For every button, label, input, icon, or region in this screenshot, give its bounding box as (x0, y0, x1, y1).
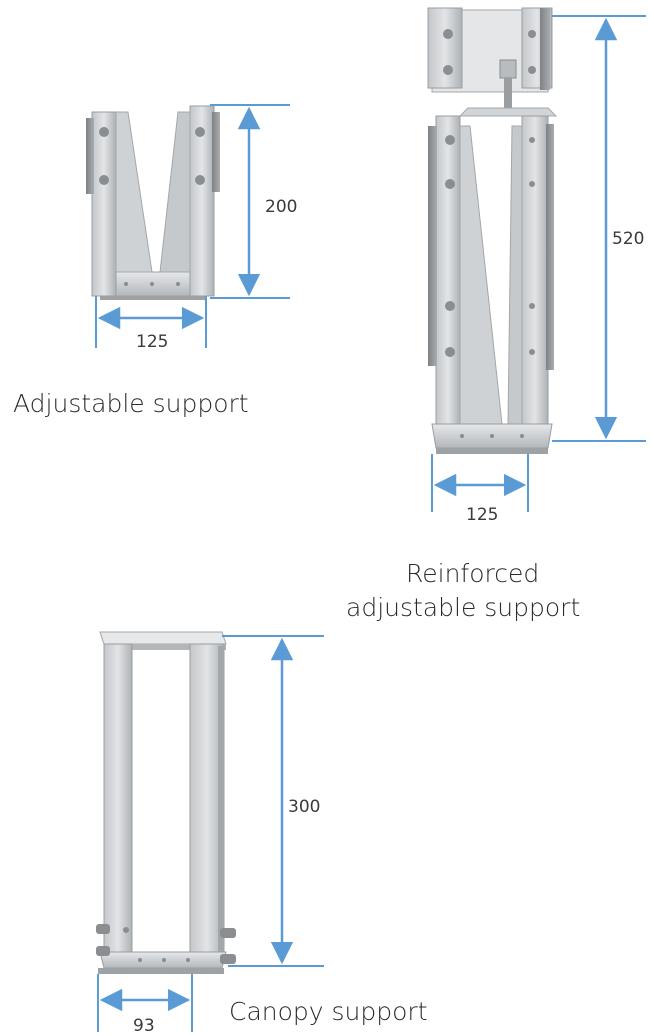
adjustable-support-height-label: 200 (265, 197, 297, 217)
canopy-support-illustration (96, 631, 236, 974)
adjustable-support-width-dimension: 125 (95, 296, 207, 352)
reinforced-support-width-dimension: 125 (431, 454, 529, 525)
adjustable-support: 200 125 (86, 104, 297, 352)
canopy-support-caption: Canopy support (229, 997, 428, 1026)
reinforced-support-illustration (427, 7, 558, 454)
canopy-support-width-label: 93 (133, 1016, 155, 1036)
reinforced-support-height-dimension: 520 (552, 15, 646, 442)
adjustable-support-illustration (86, 105, 220, 300)
adjustable-support-height-dimension: 200 (210, 104, 297, 299)
canopy-support-height-dimension: 300 (222, 635, 324, 967)
reinforced-adjustable-support: 520 125 (427, 7, 646, 525)
reinforced-support-height-label: 520 (612, 229, 644, 249)
canopy-support-width-dimension: 93 (97, 974, 193, 1036)
reinforced-support-width-label: 125 (466, 505, 498, 525)
adjustable-support-caption: Adjustable support (13, 389, 249, 418)
canopy-support-height-label: 300 (288, 797, 320, 817)
reinforced-support-caption-line2: adjustable support (346, 593, 581, 622)
adjustable-support-width-label: 125 (136, 332, 168, 352)
canopy-support: 300 93 (96, 631, 324, 1036)
reinforced-support-caption-line1: Reinforced (406, 559, 540, 588)
